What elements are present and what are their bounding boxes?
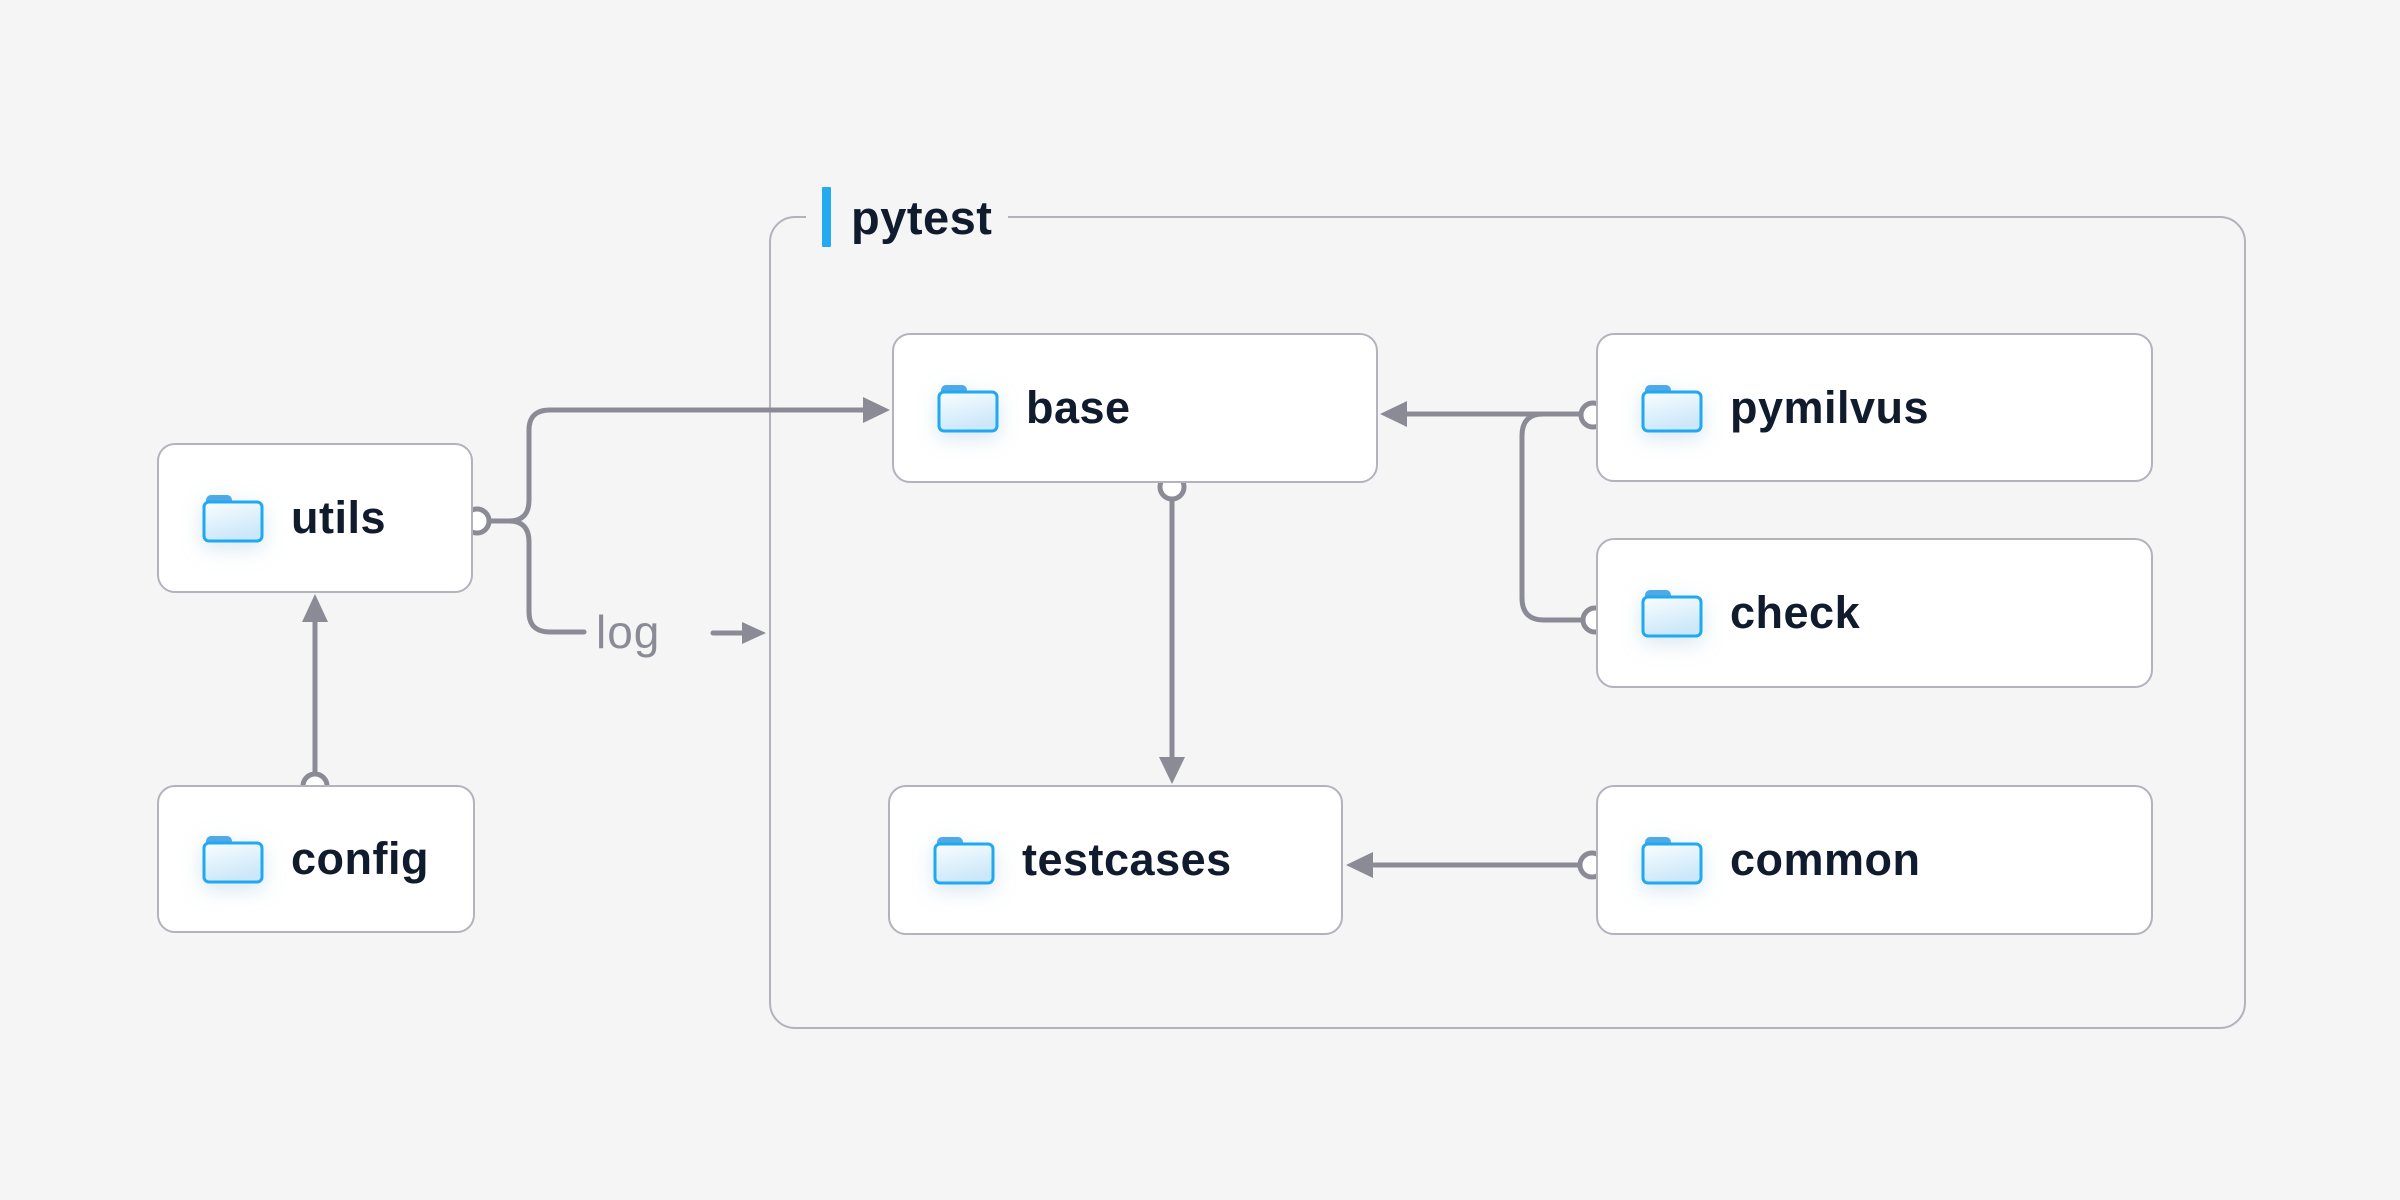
- folder-icon: [1641, 590, 1703, 638]
- node-label: check: [1730, 587, 1861, 638]
- node-label: utils: [291, 492, 387, 543]
- node-label: config: [291, 833, 429, 884]
- node-label: testcases: [1022, 834, 1232, 885]
- edge-config-utils: [300, 594, 330, 801]
- folder-icon: [937, 385, 999, 433]
- node-common: common: [1596, 785, 2153, 935]
- edge-label-log: log: [596, 605, 661, 658]
- accent-bar: [822, 187, 831, 247]
- node-label: base: [1026, 382, 1131, 433]
- node-testcases: testcases: [888, 785, 1343, 935]
- group-label-text: pytest: [851, 190, 993, 244]
- node-label: common: [1730, 834, 1921, 885]
- group-pytest-label: pytest: [806, 187, 1009, 247]
- node-pymilvus: pymilvus: [1596, 333, 2153, 482]
- folder-icon: [202, 836, 264, 884]
- node-base: base: [892, 333, 1378, 483]
- folder-icon: [1641, 837, 1703, 885]
- folder-icon: [202, 495, 264, 543]
- folder-icon: [933, 837, 995, 885]
- folder-icon: [1641, 384, 1703, 432]
- node-config: config: [157, 785, 475, 933]
- node-check: check: [1596, 538, 2153, 688]
- group-pytest: [769, 216, 2246, 1029]
- node-utils: utils: [157, 443, 473, 593]
- node-label: pymilvus: [1730, 381, 1930, 433]
